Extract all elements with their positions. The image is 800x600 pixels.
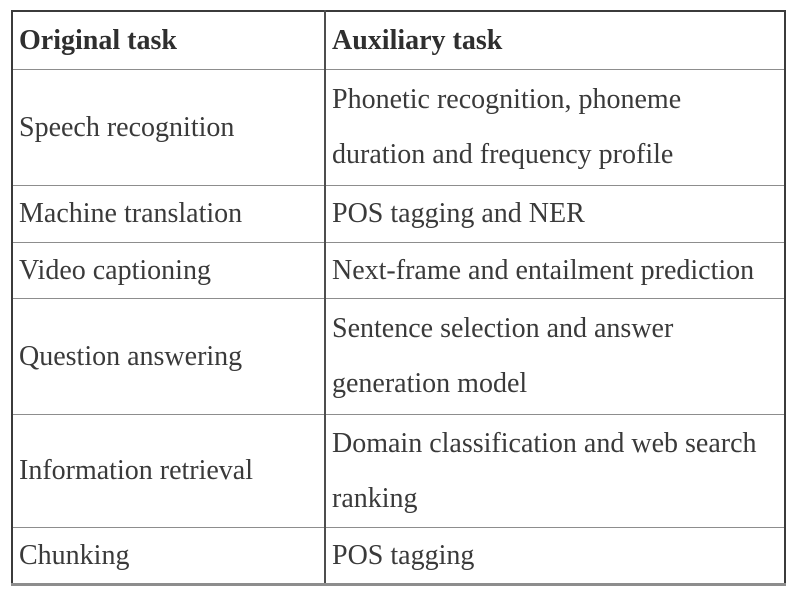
auxiliary-task-cell: Sentence selection and answer generation… [325,298,785,415]
table-row: Speech recognition Phonetic recognition,… [12,69,785,186]
original-task-cell: Speech recognition [12,69,326,186]
original-task-cell: Machine translation [12,185,326,243]
table-row: Video captioning Next-frame and entailme… [12,242,785,299]
auxiliary-task-cell: Phonetic recognition, phoneme duration a… [325,69,785,186]
original-task-cell: Information retrieval [12,414,326,528]
header-row: Original task Auxiliary task [12,11,785,70]
original-task-cell: Question answering [12,298,326,415]
auxiliary-task-cell: Domain classification and web search ran… [325,414,785,528]
auxiliary-task-cell: POS tagging and NER [325,185,785,243]
original-task-cell: Chunking [12,527,326,585]
auxiliary-task-cell: POS tagging [325,527,785,585]
table-row: Machine translation POS tagging and NER [12,185,785,243]
column-header-original-task: Original task [12,11,326,70]
auxiliary-task-cell: Next-frame and entailment prediction [325,242,785,299]
original-task-cell: Video captioning [12,242,326,299]
table-row: Information retrieval Domain classificat… [12,414,785,528]
table-row: Chunking POS tagging [12,527,785,585]
original-auxiliary-tasks-table: Original task Auxiliary task Speech reco… [11,10,786,586]
table-row: Question answering Sentence selection an… [12,298,785,415]
column-header-auxiliary-task: Auxiliary task [325,11,785,70]
